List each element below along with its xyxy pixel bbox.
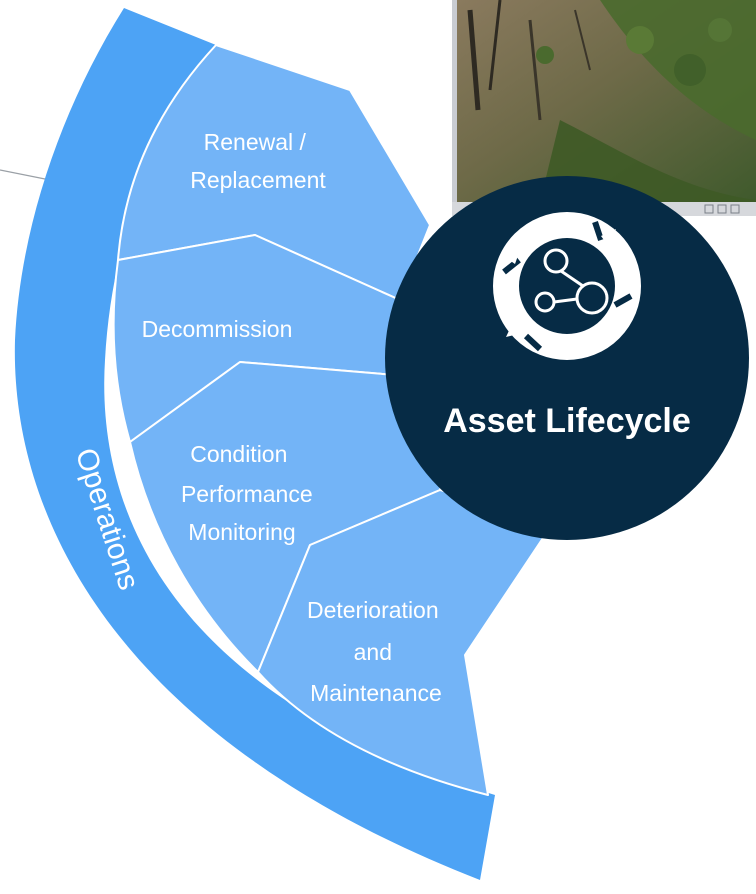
segment-label-decommission: Decommission [142, 316, 293, 342]
aerial-photo-thumbnail [452, 0, 756, 216]
asset-lifecycle-hub: Asset Lifecycle [385, 176, 749, 540]
circular-arrows-icon [493, 212, 641, 360]
segment-label-deterioration: Deterioration and Maintenance [307, 597, 445, 706]
center-title: Asset Lifecycle [443, 402, 691, 440]
operations-ring [14, 8, 495, 880]
network-nodes-icon [534, 248, 609, 315]
segment-label-renewal: Renewal / Replacement [190, 129, 326, 193]
segment-deterioration-maintenance [257, 489, 556, 796]
segment-label-condition: Condition Performance Monitoring [181, 441, 319, 545]
lifecycle-segments [112, 44, 556, 796]
